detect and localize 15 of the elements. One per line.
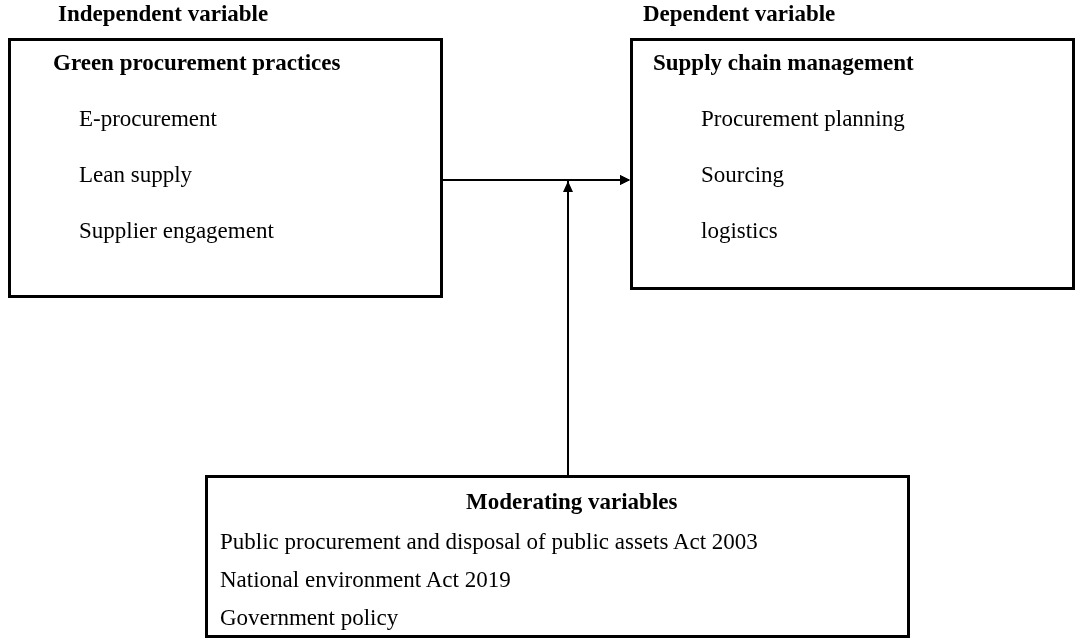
variable-type-label: Independent variable (58, 0, 269, 28)
box-heading: Supply chain management (653, 49, 914, 77)
variable-item: Public procurement and disposal of public assets Act 2003 (220, 528, 758, 556)
variable-item: Government policy (220, 604, 399, 632)
variable-item: E-procurement (79, 105, 217, 133)
variable-item: Supplier engagement (79, 217, 274, 245)
variable-item: Sourcing (701, 161, 785, 189)
box-heading: Green procurement practices (53, 49, 341, 77)
arrow (563, 175, 630, 476)
box-heading: Moderating variables (466, 488, 678, 516)
variable-item: logistics (701, 217, 778, 245)
variable-item: Procurement planning (701, 105, 905, 133)
variable-item: Lean supply (79, 161, 193, 189)
variable-type-label: Dependent variable (643, 0, 836, 28)
variable-item: National environment Act 2019 (220, 566, 511, 594)
